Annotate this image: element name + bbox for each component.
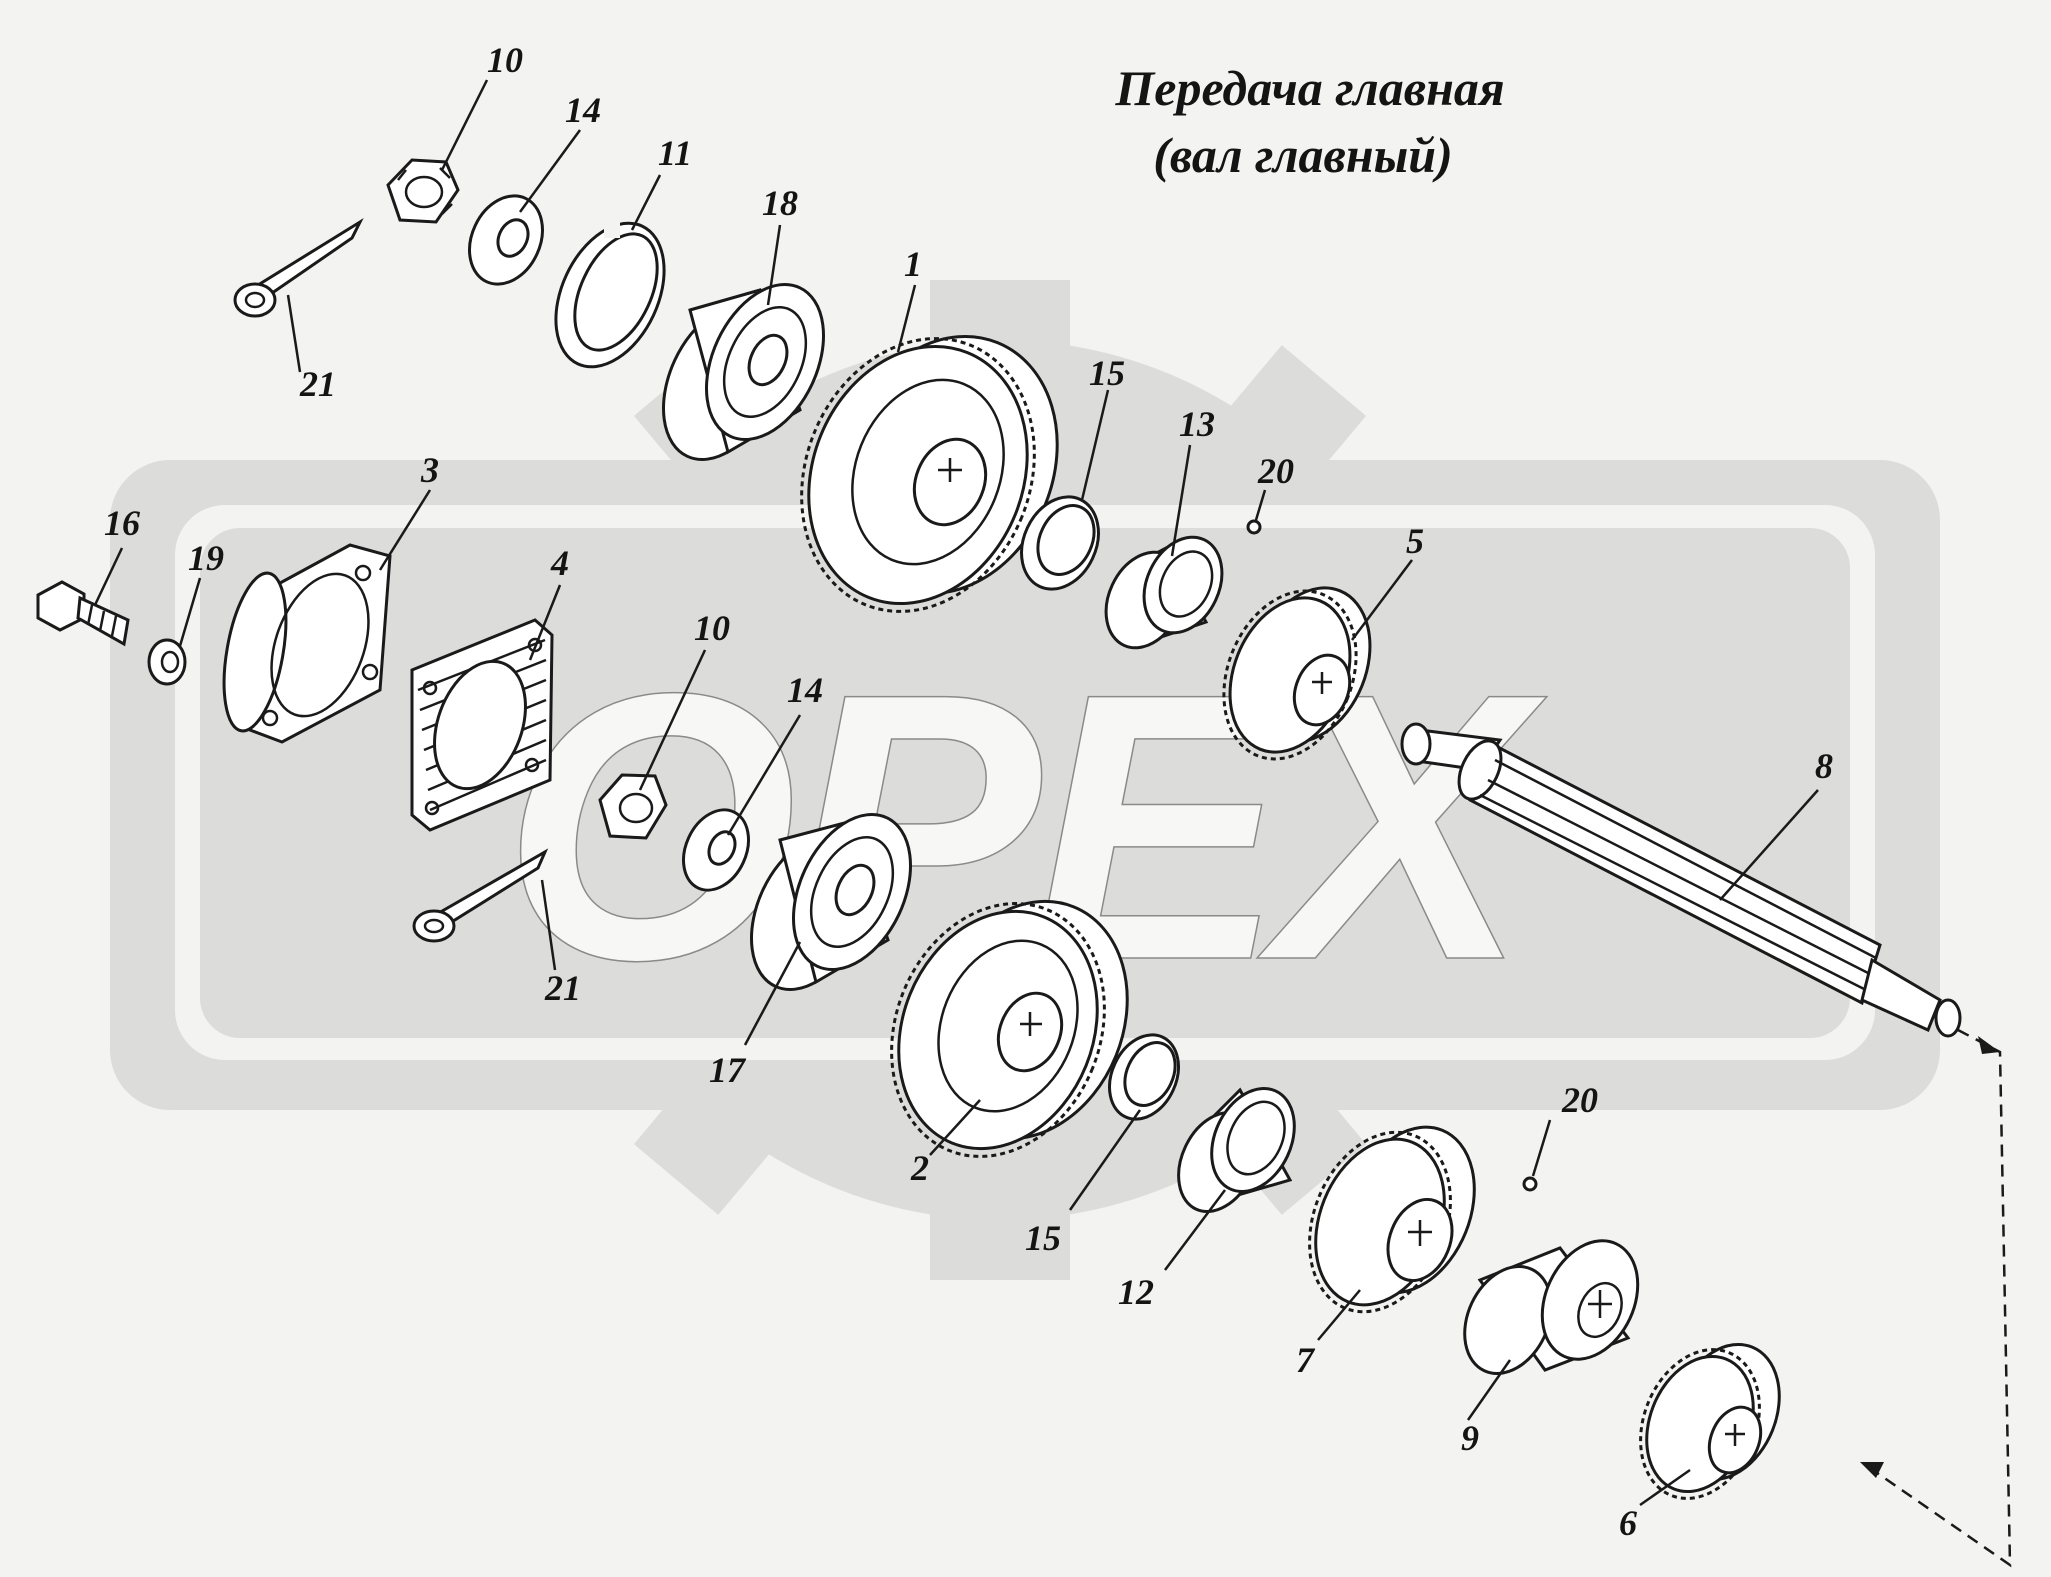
callout-17: 17 bbox=[709, 1050, 747, 1090]
callout-15-lower: 15 bbox=[1025, 1218, 1061, 1258]
callout-3: 3 bbox=[420, 450, 439, 490]
castle-nut-10-upper bbox=[386, 158, 460, 224]
callout-7: 7 bbox=[1296, 1340, 1316, 1380]
callout-18: 18 bbox=[762, 183, 798, 223]
ball-bearing-18 bbox=[662, 283, 825, 461]
castle-nut-10-lower bbox=[598, 773, 668, 840]
callout-8: 8 bbox=[1815, 746, 1833, 786]
callout-1: 1 bbox=[904, 244, 922, 284]
circlip-11 bbox=[554, 221, 666, 369]
callout-5: 5 bbox=[1406, 521, 1424, 561]
callout-13: 13 bbox=[1179, 404, 1215, 444]
gear-7 bbox=[1308, 1125, 1476, 1314]
cotter-pin-21-upper bbox=[233, 217, 364, 318]
lock-washer-19 bbox=[147, 638, 187, 686]
cotter-pin-21-lower bbox=[412, 848, 549, 943]
callout-9: 9 bbox=[1461, 1418, 1479, 1458]
gear-1 bbox=[800, 334, 1059, 613]
callout-14-upper: 14 bbox=[565, 90, 601, 130]
callout-2: 2 bbox=[910, 1148, 929, 1188]
leader-lines bbox=[93, 79, 1819, 1507]
callout-21-lower: 21 bbox=[544, 968, 581, 1008]
splined-shaft-8 bbox=[1400, 722, 1962, 1038]
title-line-2: (вал главный) bbox=[1153, 127, 1453, 183]
callout-12: 12 bbox=[1118, 1272, 1154, 1312]
gear-2 bbox=[890, 899, 1129, 1158]
bolt-16 bbox=[36, 580, 130, 647]
splined-sleeve-9 bbox=[1463, 1239, 1640, 1375]
callout-10-lower: 10 bbox=[694, 608, 730, 648]
spacer-ring-15-lower bbox=[1108, 1033, 1180, 1121]
callout-numbers: 10 14 11 18 1 21 15 13 20 5 3 16 19 4 10… bbox=[104, 40, 1833, 1543]
diagram-title: Передача главная (вал главный) bbox=[1114, 60, 1504, 183]
callout-15-upper: 15 bbox=[1089, 353, 1125, 393]
bushing-12 bbox=[1177, 1086, 1296, 1214]
callout-20-upper: 20 bbox=[1257, 451, 1294, 491]
title-line-1: Передача главная bbox=[1114, 60, 1504, 116]
callout-6: 6 bbox=[1619, 1503, 1637, 1543]
assembly-path-arrow bbox=[1860, 1028, 2012, 1568]
callout-16: 16 bbox=[104, 503, 140, 543]
callout-19: 19 bbox=[188, 538, 224, 578]
callout-4: 4 bbox=[550, 543, 569, 583]
ball-20-upper bbox=[1246, 519, 1262, 535]
spacer-ring-15-upper bbox=[1020, 495, 1100, 591]
ball-20-lower bbox=[1522, 1176, 1538, 1192]
callout-11: 11 bbox=[658, 133, 692, 173]
gasket-4 bbox=[410, 618, 554, 832]
callout-20-lower: 20 bbox=[1561, 1080, 1598, 1120]
gear-6 bbox=[1639, 1342, 1781, 1500]
bushing-13 bbox=[1104, 535, 1224, 650]
flange-cover-3 bbox=[222, 543, 392, 744]
callout-10-upper: 10 bbox=[487, 40, 523, 80]
gear-5 bbox=[1222, 586, 1372, 761]
ball-bearing-17 bbox=[750, 813, 912, 991]
callout-21-upper: 21 bbox=[299, 364, 336, 404]
callout-14-lower: 14 bbox=[787, 670, 823, 710]
washer-14-upper bbox=[468, 194, 544, 286]
